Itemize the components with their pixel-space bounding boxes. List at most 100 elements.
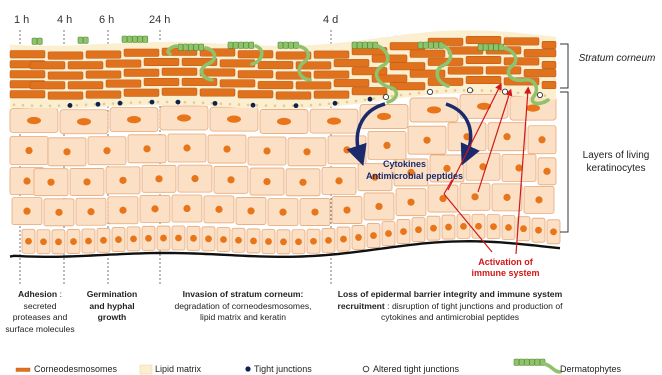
lipid-granule xyxy=(76,104,79,107)
lipid-granule xyxy=(31,104,34,107)
dermatophyte-spore xyxy=(488,44,493,51)
granular-nucleus xyxy=(427,106,441,113)
legend-lipid-icon xyxy=(140,365,152,374)
stage-barrier-loss-text: disruption of tight junctions and produc… xyxy=(381,301,563,323)
keratinocyte-nucleus xyxy=(311,208,318,215)
basal-nucleus xyxy=(190,235,197,242)
basal-nucleus xyxy=(445,224,452,231)
lipid-granule xyxy=(481,89,484,92)
corneocyte xyxy=(106,60,141,67)
keratinocyte-nucleus xyxy=(335,177,342,184)
tight-junction xyxy=(96,102,101,107)
lipid-granule xyxy=(274,104,277,107)
granular-nucleus xyxy=(27,117,41,124)
corneocyte xyxy=(10,51,45,59)
lipid-granule xyxy=(310,104,313,107)
legend-lipid-matrix: Lipid matrix xyxy=(155,364,201,375)
corneocyte xyxy=(48,72,83,80)
basal-nucleus xyxy=(295,238,302,245)
dermatophyte-spore xyxy=(278,42,283,49)
corneocyte xyxy=(486,67,521,75)
stage-adhesion: Adhesion : secreted proteases and surfac… xyxy=(4,289,76,335)
lipid-granule xyxy=(454,89,457,92)
granular-nucleus xyxy=(377,113,391,120)
legend-altered-tight-junctions: Altered tight junctions xyxy=(373,364,459,375)
layer-brackets xyxy=(560,44,568,232)
basal-nucleus xyxy=(175,235,182,242)
dermatophyte-spore xyxy=(199,44,204,51)
corneocyte xyxy=(524,49,556,57)
lipid-granule xyxy=(184,101,187,104)
lipid-granule xyxy=(517,91,520,94)
keratinocyte-nucleus xyxy=(151,205,158,212)
basal-nucleus xyxy=(115,236,122,243)
keratinocyte-nucleus xyxy=(263,178,270,185)
granular-nucleus xyxy=(227,116,241,123)
corneocyte xyxy=(200,69,235,77)
corneocyte xyxy=(258,81,293,89)
keratinocyte-nucleus xyxy=(279,209,286,216)
keratinocyte-nucleus xyxy=(343,206,350,213)
altered-tight-junction xyxy=(427,89,432,94)
lipid-granule xyxy=(499,90,502,93)
tight-junction xyxy=(251,103,256,108)
lipid-granule xyxy=(202,102,205,105)
lipid-granule xyxy=(445,90,448,93)
corneocyte xyxy=(542,61,556,69)
lipid-granule xyxy=(40,104,43,107)
lipid-granule xyxy=(490,90,493,93)
altered-tight-junction xyxy=(383,94,388,99)
dermatophyte-spore xyxy=(418,42,423,49)
keratinocyte-nucleus xyxy=(119,177,126,184)
lipid-granule xyxy=(283,105,286,108)
altered-tight-junction xyxy=(537,92,542,97)
altered-tight-junction xyxy=(502,89,507,94)
lipid-granule xyxy=(373,97,376,100)
corneocyte xyxy=(504,58,539,66)
dermatophyte-spore xyxy=(423,42,428,49)
lipid-granule xyxy=(247,104,250,107)
granular-nucleus xyxy=(77,118,91,125)
corneocyte xyxy=(144,58,179,65)
corneocyte xyxy=(314,71,349,79)
legend-dermatophytes: Dermatophytes xyxy=(560,364,621,375)
antimicrobial-peptides-label: Antimicrobial peptides xyxy=(366,171,463,182)
basal-nucleus xyxy=(235,237,242,244)
corneocyte xyxy=(220,60,255,67)
lipid-granule xyxy=(22,104,25,107)
keratinocyte-nucleus xyxy=(299,179,306,186)
keratinocyte-nucleus xyxy=(227,176,234,183)
dermatophyte-spore xyxy=(143,36,148,43)
keratinocyte-nucleus xyxy=(383,142,390,149)
corneocyte xyxy=(238,71,273,79)
basal-nucleus xyxy=(280,238,287,245)
corneocyte xyxy=(10,91,45,99)
basal-nucleus xyxy=(520,225,527,232)
dermatophyte-spore xyxy=(238,42,243,49)
dermatophyte-spore xyxy=(478,44,483,51)
dermatophyte-spore xyxy=(183,44,188,51)
tight-junction xyxy=(294,103,299,108)
dermatophyte-spore xyxy=(352,42,357,49)
dermatophyte-spore xyxy=(127,36,132,43)
stage-germination: Germination and hyphal growth xyxy=(80,289,144,324)
dermatophyte-spore xyxy=(83,37,88,44)
lipid-granule xyxy=(355,100,358,103)
basal-nucleus xyxy=(400,228,407,235)
basal-nucleus xyxy=(25,238,32,245)
corneocyte xyxy=(296,82,331,90)
corneocyte xyxy=(466,76,501,84)
corneocyte xyxy=(162,68,197,76)
legend-dermatophyte-spore xyxy=(519,359,524,366)
corneocyte xyxy=(352,87,387,95)
basal-nucleus xyxy=(160,235,167,242)
lipid-granule xyxy=(130,101,133,104)
corneocyte xyxy=(258,61,293,69)
stage-adhesion-text: secreted proteases and surface molecules xyxy=(5,301,74,334)
corneocyte xyxy=(200,49,235,57)
stage-adhesion-sep: : xyxy=(57,289,62,299)
basal-nucleus xyxy=(145,235,152,242)
legend-dermatophyte-spore xyxy=(514,359,519,366)
legend-tight-junctions: Tight junctions xyxy=(254,364,312,375)
granular-nucleus xyxy=(327,118,341,125)
